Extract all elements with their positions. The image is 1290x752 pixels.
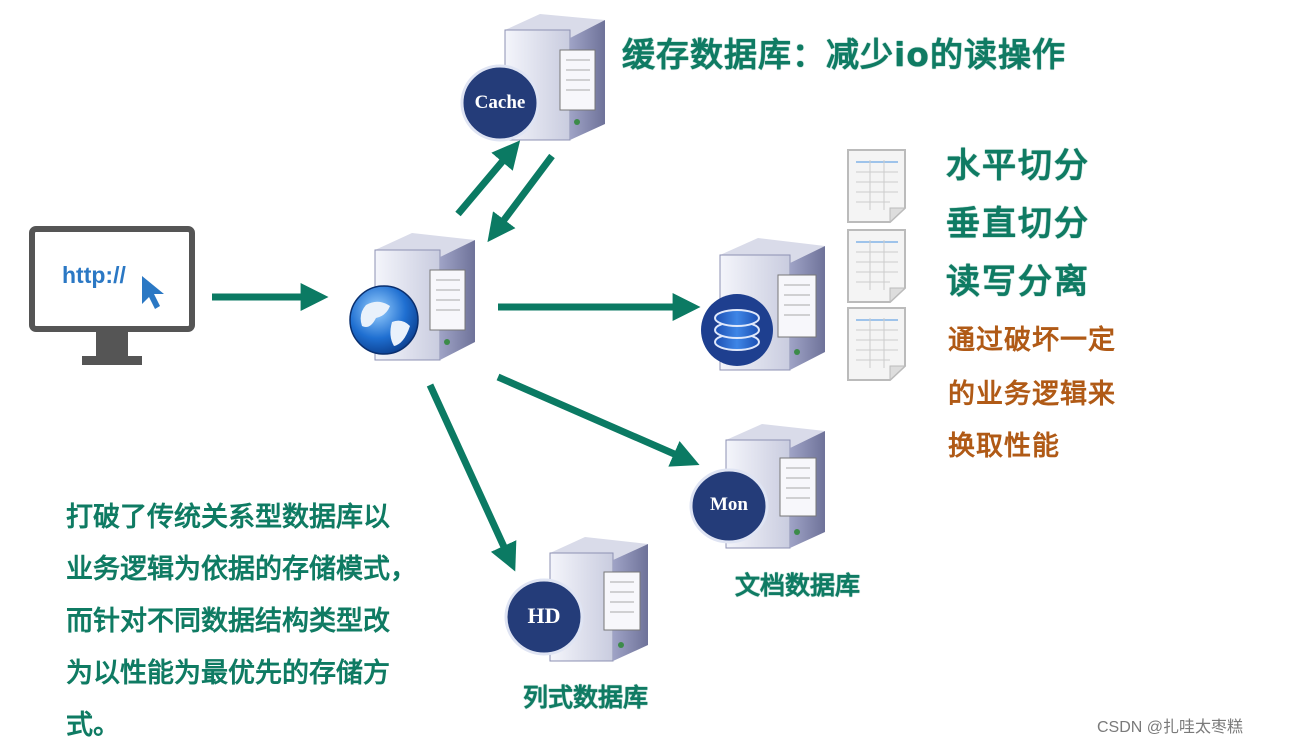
column-server [504, 537, 648, 662]
description-line: 式。 [66, 710, 120, 741]
app-server [349, 233, 475, 361]
spreadsheet-icon [847, 307, 907, 382]
cursor-icon [142, 276, 164, 309]
client-url-text: http:// [62, 262, 126, 288]
tradeoff-note-line: 换取性能 [948, 431, 1060, 462]
mon-badge-label: Mon [710, 494, 748, 515]
description-line: 而针对不同数据结构类型改 [66, 606, 390, 637]
hd-badge-label: HD [527, 603, 561, 628]
tradeoff-note-line: 的业务逻辑来 [948, 379, 1116, 410]
mon-badge-icon [689, 468, 769, 544]
hd-badge-icon [504, 578, 584, 656]
description-paragraph: 打破了传统关系型数据库以 业务逻辑为依据的存储模式， 而针对不同数据结构类型改 … [66, 492, 456, 752]
spreadsheet-icon [847, 149, 907, 224]
horizontal-split-label: 水平切分 [946, 146, 1090, 186]
description-line: 业务逻辑为依据的存储模式， [66, 554, 417, 585]
arrow-app-to-document [496, 373, 700, 467]
document-db-label: 文档数据库 [735, 571, 861, 600]
column-db-label: 列式数据库 [523, 683, 649, 712]
description-line: 打破了传统关系型数据库以 [66, 502, 390, 533]
description-line: 为以性能为最优先的存储方 [66, 658, 390, 689]
arrows [212, 140, 701, 572]
arrow-app-to-column [426, 383, 517, 572]
relational-server [701, 238, 825, 371]
client-monitor [29, 226, 195, 365]
arrow-app-to-cache [455, 140, 521, 217]
cache-server [460, 14, 605, 142]
globe-icon [349, 285, 419, 355]
cache-badge-icon [460, 64, 540, 142]
database-icon [701, 294, 773, 366]
document-server [689, 424, 825, 549]
watermark: CSDN @扎哇太枣糕 [1097, 719, 1244, 736]
arrow-cache-to-app [487, 153, 555, 243]
cache-db-label: 缓存数据库：减少io的读操作 [622, 35, 1066, 74]
read-write-split-label: 读写分离 [946, 262, 1090, 302]
spreadsheet-icons [847, 149, 907, 382]
vertical-split-label: 垂直切分 [946, 204, 1090, 244]
tradeoff-note-line: 通过破坏一定 [948, 325, 1116, 356]
cache-badge-label: Cache [474, 92, 526, 113]
spreadsheet-icon [847, 229, 907, 304]
